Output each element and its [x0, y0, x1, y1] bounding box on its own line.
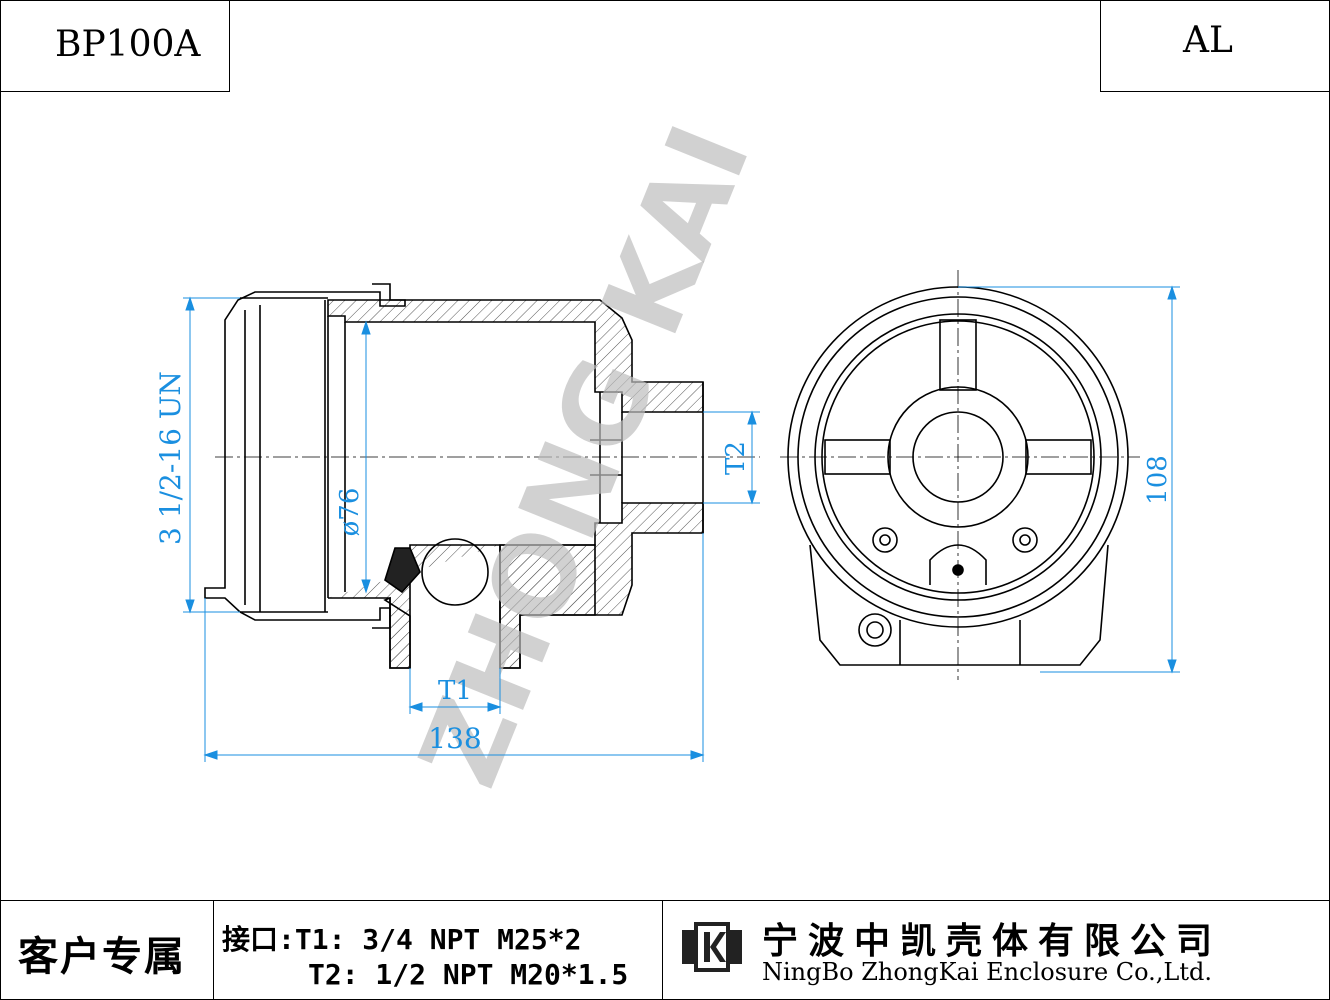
ports-t2: T2: 1/2 NPT M20*1.5 — [308, 958, 629, 991]
footer-separator — [662, 900, 663, 1000]
dimension-labels: 3 1/2-16 UN ø76 T2 108 T1 138 — [154, 371, 1173, 755]
t1-dimension-label: T1 — [438, 676, 472, 706]
material-box — [1100, 0, 1330, 92]
length-dimension-label: 138 — [428, 722, 481, 755]
customer-label: 客户专属 — [18, 934, 186, 980]
dimension-lines — [183, 285, 1180, 762]
ports-t1: 接口:T1: 3/4 NPT M25*2 — [222, 923, 582, 956]
footer-separator — [213, 900, 214, 1000]
bore-dimension-label: ø76 — [335, 488, 365, 537]
material-code: AL — [1183, 20, 1233, 61]
company-name-en: NingBo ZhongKai Enclosure Co.,Ltd. — [762, 958, 1212, 986]
height-dimension-label: 108 — [1143, 455, 1173, 505]
company-name-cn: 宁波中凯壳体有限公司 — [762, 921, 1223, 962]
t2-dimension-label: T2 — [721, 441, 751, 475]
model-code: BP100A — [55, 24, 201, 65]
footer-divider — [0, 900, 1330, 901]
company-logo-icon — [682, 922, 742, 972]
thread-dimension-label: 3 1/2-16 UN — [154, 371, 187, 545]
side-section-view — [204, 283, 760, 669]
model-box — [0, 0, 230, 92]
front-view — [780, 270, 1140, 680]
